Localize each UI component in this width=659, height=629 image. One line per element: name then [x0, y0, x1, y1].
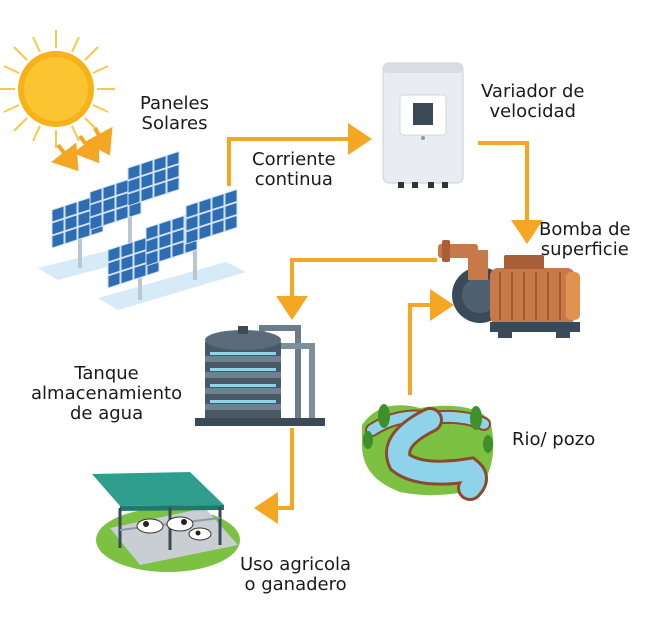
- label-surface-pump: Bomba de superficie: [539, 219, 631, 260]
- label-water-tank: Tanque almacenamiento de agua: [31, 363, 183, 424]
- arrow-river-to-pump: [408, 289, 454, 395]
- inverter-box-icon: [382, 62, 464, 188]
- arrow-tank-to-farm: [254, 428, 294, 524]
- storage-tank-icon: [195, 325, 325, 426]
- solar-panel: [107, 232, 160, 289]
- river-landscape-icon: [362, 404, 494, 501]
- label-direct-current: Corriente continua: [252, 149, 336, 190]
- label-speed-drive: Variador de velocidad: [481, 81, 585, 122]
- sunbeam-arrows: [51, 126, 113, 172]
- label-river-well: Rio/ pozo: [512, 429, 596, 450]
- label-solar-panels: Paneles Solares: [140, 93, 210, 134]
- solar-panels-icon: [38, 150, 246, 310]
- cattle-shed-icon: [92, 472, 240, 572]
- solar-panel: [127, 150, 180, 207]
- arrow-inverter-to-pump: [478, 141, 543, 244]
- centrifugal-pump-icon: [438, 240, 580, 338]
- arrow-panels-to-inverter: [227, 123, 372, 186]
- flow-arrows: [227, 123, 543, 524]
- label-farm-use: Uso agricola o ganadero: [240, 554, 352, 595]
- solar-panel: [185, 188, 238, 245]
- sun-icon: [0, 30, 115, 148]
- arrow-pump-to-tank: [276, 258, 437, 320]
